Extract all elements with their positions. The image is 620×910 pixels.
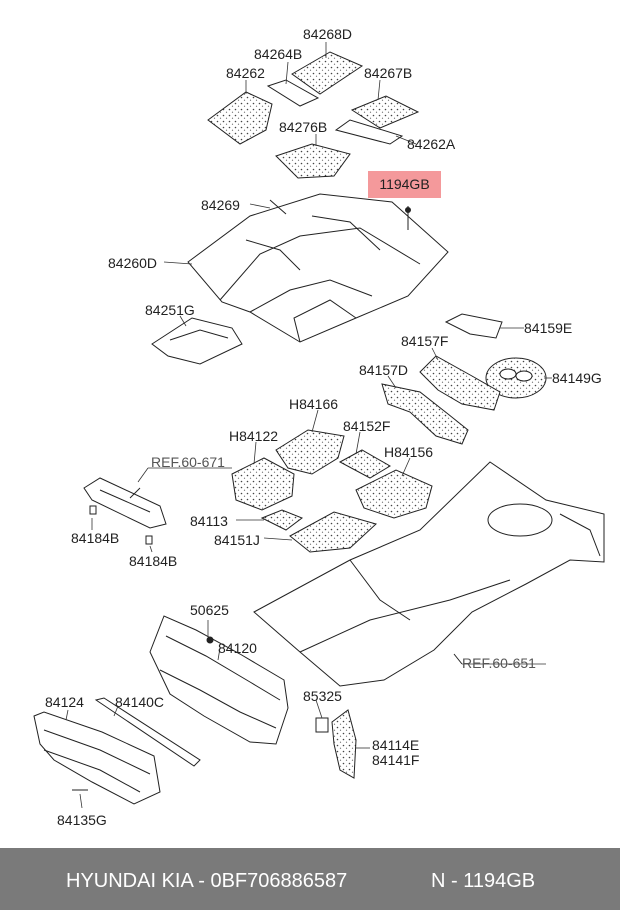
label-84120: 84120 (218, 640, 257, 656)
bracket-ref-60-671 (83, 477, 167, 529)
label-84157f: 84157F (401, 333, 449, 349)
label-84159e: 84159E (524, 320, 573, 336)
part-84159E (444, 313, 503, 339)
pad-H84122 (231, 457, 295, 511)
label-h84156: H84156 (384, 444, 434, 460)
pad-84151J (289, 511, 377, 553)
carpet-84260D (187, 193, 449, 343)
label-h84122: H84122 (229, 428, 279, 444)
label-84152f: 84152F (343, 418, 391, 434)
pad-84113 (260, 509, 304, 531)
label-84276b: 84276B (279, 119, 328, 135)
label-50625: 50625 (190, 602, 229, 618)
label-84135g: 84135G (57, 812, 107, 828)
pad-H84166 (275, 429, 345, 475)
label-h84166: H84166 (289, 396, 339, 412)
label-1194gb: 1194GB (379, 176, 430, 192)
label-84149g: 84149G (552, 370, 602, 386)
parts-diagram: 1194GB 84268D 84264B 84262 84267B 84276B… (33, 26, 605, 828)
label-84184b-right: 84184B (129, 553, 178, 569)
label-84260d: 84260D (108, 255, 158, 271)
clip-85325 (315, 717, 329, 733)
panel-84124 (33, 711, 161, 805)
mat-84276B (275, 143, 351, 179)
label-84184b-left: 84184B (71, 530, 120, 546)
label-84268d: 84268D (303, 26, 353, 42)
label-84267b: 84267B (364, 65, 413, 81)
label-84124: 84124 (45, 694, 84, 710)
footer-brand-part: HYUNDAI KIA - 0BF706886587 (66, 870, 348, 892)
label-84140c: 84140C (115, 694, 165, 710)
label-84262: 84262 (226, 65, 265, 81)
mat-84268D (291, 51, 364, 95)
footer-bar: HYUNDAI KIA - 0BF706886587 N - 1194GB (0, 848, 620, 910)
mat-84262A (334, 119, 404, 145)
mat-84264B (266, 79, 320, 107)
part-84157F (419, 355, 501, 411)
highlight-1194gb: 1194GB (368, 171, 441, 198)
diagram-drawing (33, 42, 605, 809)
label-84264b: 84264B (254, 46, 303, 62)
pad-84152F (338, 449, 391, 479)
label-84251g: 84251G (145, 302, 195, 318)
label-84141f: 84141F (372, 752, 420, 768)
label-84113: 84113 (190, 513, 228, 529)
label-ref-60-671: REF.60-671 (151, 454, 225, 470)
label-85325: 85325 (303, 688, 342, 704)
mat-84262 (207, 91, 273, 145)
dash-panel-84120 (149, 615, 289, 745)
mat-84267B (350, 95, 420, 129)
label-84114e: 84114E (372, 737, 420, 753)
label-ref-60-651: REF.60-651 (462, 655, 536, 671)
footer-ref-part: N - 1194GB (431, 870, 536, 892)
strip-84140C (94, 697, 201, 767)
floor-panel-ref-60-651 (253, 461, 605, 687)
label-84262a: 84262A (407, 136, 456, 152)
part-84157D (381, 383, 469, 445)
part-84251G (151, 317, 243, 365)
label-84151j: 84151J (214, 532, 260, 548)
pad-H84156 (355, 469, 433, 519)
label-84269: 84269 (201, 197, 240, 213)
label-84157d: 84157D (359, 362, 409, 378)
pad-84114E (331, 709, 357, 779)
